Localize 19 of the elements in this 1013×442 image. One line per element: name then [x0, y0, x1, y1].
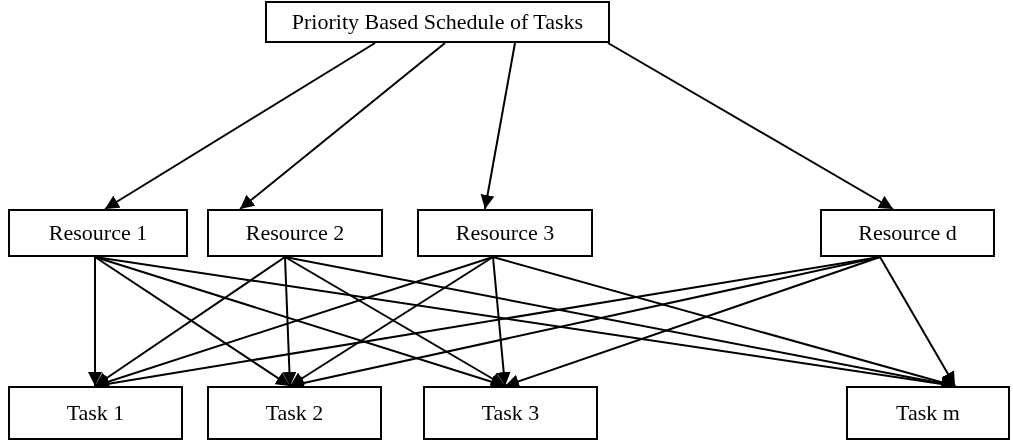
- process-box: Task 2: [207, 386, 382, 440]
- arrow: [239, 42, 446, 210]
- process-box: Resource d: [820, 209, 995, 257]
- process-box: Resource 2: [207, 209, 383, 257]
- arrow: [282, 256, 297, 387]
- process-box: Task 1: [8, 386, 183, 440]
- process-box: Resource 1: [8, 209, 188, 257]
- process-box: Priority Based Schedule of Tasks: [265, 1, 610, 43]
- arrow: [480, 42, 516, 210]
- arrow: [492, 256, 511, 387]
- process-box: Resource 3: [417, 209, 593, 257]
- process-box: Task m: [846, 386, 1010, 440]
- arrow: [879, 256, 956, 387]
- process-box: Task 3: [423, 386, 598, 440]
- arrow: [104, 42, 376, 210]
- arrow: [504, 256, 881, 389]
- arrow: [88, 256, 102, 387]
- arrow: [492, 256, 956, 389]
- arrow: [607, 42, 894, 210]
